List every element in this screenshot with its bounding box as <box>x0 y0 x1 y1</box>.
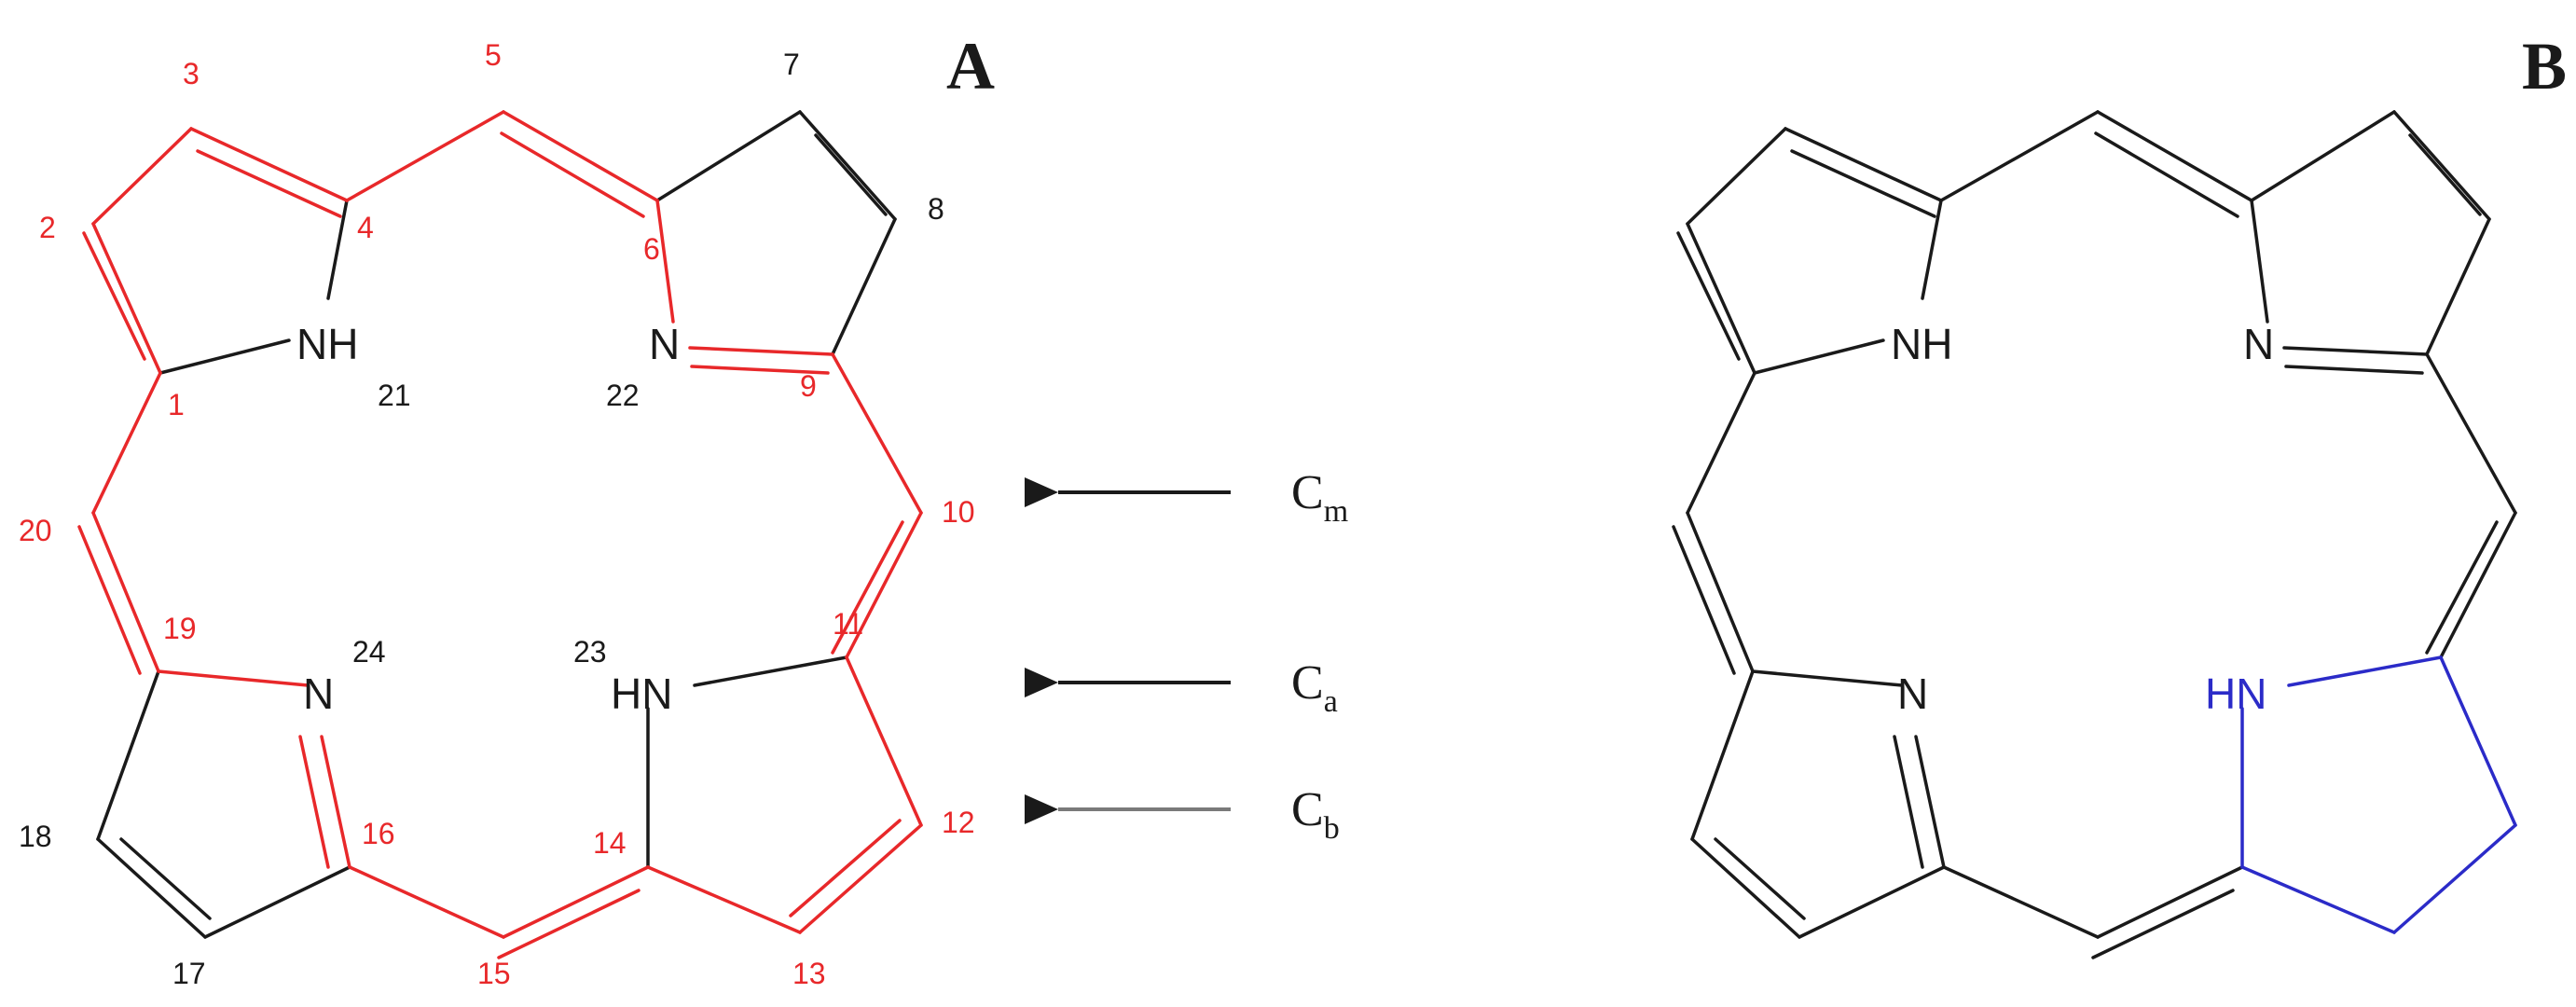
atom-nh-21: NH <box>296 320 358 368</box>
atom-n-22: N <box>649 320 680 368</box>
position-number-21: 21 <box>378 379 411 412</box>
panel-a-label: A <box>946 29 995 103</box>
position-number-9: 9 <box>800 369 817 403</box>
atom-hn: HN <box>2205 669 2266 718</box>
position-number-11: 11 <box>833 607 863 641</box>
atom-n-bottom-left: N <box>1897 669 1928 718</box>
position-number-2: 2 <box>39 211 56 244</box>
position-number-6: 6 <box>643 232 660 266</box>
legend-cb: Cb <box>1291 783 1340 846</box>
position-number-12: 12 <box>942 806 975 839</box>
panel-a-red-numbers: 1 2 3 4 5 6 9 10 11 12 13 14 15 16 19 20 <box>19 38 975 990</box>
position-number-19: 19 <box>163 612 197 645</box>
atom-nh: NH <box>1891 320 1952 368</box>
position-number-14: 14 <box>593 826 627 860</box>
atom-n-24: N <box>303 669 334 718</box>
legend: Cm Ca Cb <box>1025 466 1348 846</box>
position-number-3: 3 <box>183 57 200 90</box>
panel-b: NH N N HN B <box>1672 29 2567 959</box>
panel-b-blue-bonds <box>2240 655 2517 934</box>
position-number-15: 15 <box>477 957 511 990</box>
position-number-22: 22 <box>606 379 640 412</box>
position-number-10: 10 <box>942 495 975 529</box>
atom-hn-23: HN <box>611 669 672 718</box>
panel-a-black-numbers: 7 8 17 18 21 22 23 24 <box>19 48 944 990</box>
panel-a: NH N HN N 1 2 3 4 5 6 9 10 11 12 13 14 1… <box>19 29 995 990</box>
legend-cm: Cm <box>1291 466 1348 529</box>
position-number-7: 7 <box>783 48 800 81</box>
position-number-16: 16 <box>362 817 395 850</box>
position-number-8: 8 <box>928 192 944 226</box>
position-number-24: 24 <box>352 635 386 669</box>
panel-b-label: B <box>2522 29 2567 103</box>
panel-a-red-bonds <box>77 110 923 959</box>
legend-ca: Ca <box>1291 656 1338 719</box>
position-number-5: 5 <box>485 38 502 72</box>
position-number-1: 1 <box>168 388 185 421</box>
position-number-23: 23 <box>573 635 607 669</box>
position-number-20: 20 <box>19 514 52 547</box>
atom-n-top-right: N <box>2243 320 2274 368</box>
position-number-18: 18 <box>19 820 52 853</box>
panel-a-black-bonds <box>96 110 897 939</box>
panel-b-black-bonds <box>1672 110 2517 959</box>
position-number-13: 13 <box>792 957 826 990</box>
position-number-17: 17 <box>172 957 206 990</box>
position-number-4: 4 <box>357 211 374 244</box>
